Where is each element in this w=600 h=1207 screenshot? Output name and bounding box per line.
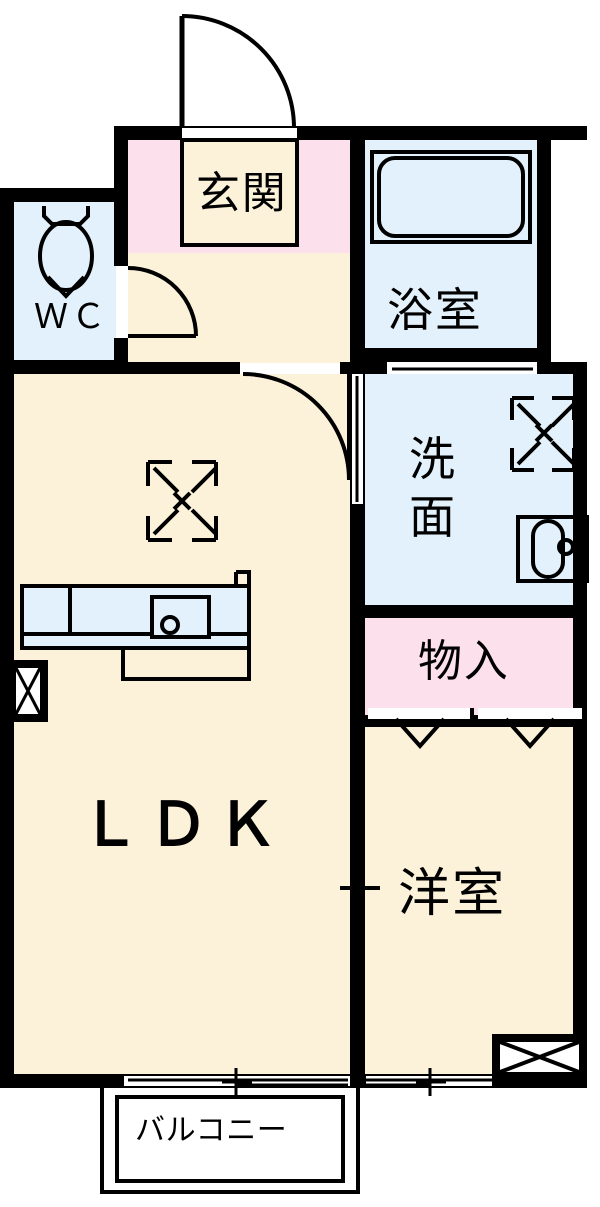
room-label-ldk: ＬＤＫ: [80, 790, 286, 860]
wall-wc-right-upper: [114, 202, 128, 266]
wall-bath-bottom: [351, 348, 537, 362]
wall-wc-top: [0, 188, 128, 202]
closet-door-opening-left[interactable]: [368, 708, 472, 719]
pipe-shaft-left-inner: [16, 668, 40, 714]
ldk-fill: [14, 374, 350, 1074]
ldk-door-opening[interactable]: [240, 364, 340, 373]
bedroom-balcony-window-opening[interactable]: [366, 1076, 492, 1086]
bath-door-opening[interactable]: [387, 364, 537, 373]
washroom-fill: [365, 374, 587, 605]
wall-ldk-left: [0, 362, 14, 1074]
wall-wc-left: [0, 188, 14, 374]
room-label-bedroom: 洋室: [398, 864, 507, 924]
room-label-bath: 浴室: [387, 283, 483, 337]
room-label-wc: ＷＣ: [34, 297, 109, 337]
entrance-door-swing: [179, 14, 296, 129]
room-label-washroom-line2: 面: [409, 490, 455, 544]
closet-fill: [365, 618, 587, 715]
wall-genkan-right: [350, 126, 365, 374]
room-label-balcony: バルコニー: [135, 1113, 288, 1148]
ldk-balcony-window-opening[interactable]: [124, 1076, 350, 1086]
room-label-closet: 物入: [418, 636, 510, 687]
wall-ldk-top-left: [0, 362, 240, 374]
pipe-shaft-right-inner: [500, 1042, 579, 1072]
corridor-fill: [128, 253, 350, 363]
closet-door-opening-right[interactable]: [478, 708, 582, 719]
entrance-door-opening[interactable]: [182, 128, 297, 139]
washroom-sliding-door-opening[interactable]: [352, 374, 363, 504]
room-label-genkan: 玄関: [196, 168, 288, 219]
wall-washroom-top-stub: [350, 362, 387, 374]
room-label-washroom-line1: 洗: [409, 432, 455, 486]
wall-bath-right: [537, 126, 551, 374]
wc-door-opening[interactable]: [116, 266, 127, 338]
wall-washroom-top-right: [537, 362, 587, 374]
wall-washroom-closet-divider: [350, 605, 587, 618]
bedroom-fill: [365, 727, 587, 1074]
